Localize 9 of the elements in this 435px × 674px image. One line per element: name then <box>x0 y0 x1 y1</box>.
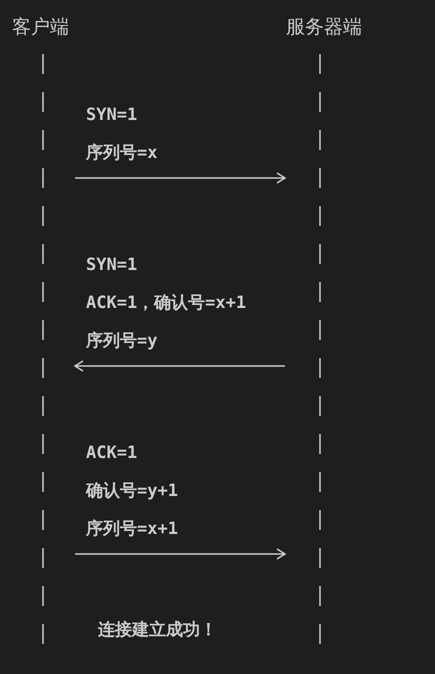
participant-label: 服务器端 <box>286 15 362 40</box>
arrow <box>75 172 286 184</box>
arrow <box>75 548 286 560</box>
participant-label: 客户端 <box>12 15 69 40</box>
edge-label: ACK=1 确认号=y+1 序列号=x+1 <box>86 442 178 541</box>
edge-label: SYN=1 ACK=1，确认号=x+1 序列号=y <box>86 254 246 353</box>
edge-label: SYN=1 序列号=x <box>86 104 158 165</box>
note-text: 连接建立成功！ <box>98 619 217 641</box>
arrow <box>74 360 285 372</box>
